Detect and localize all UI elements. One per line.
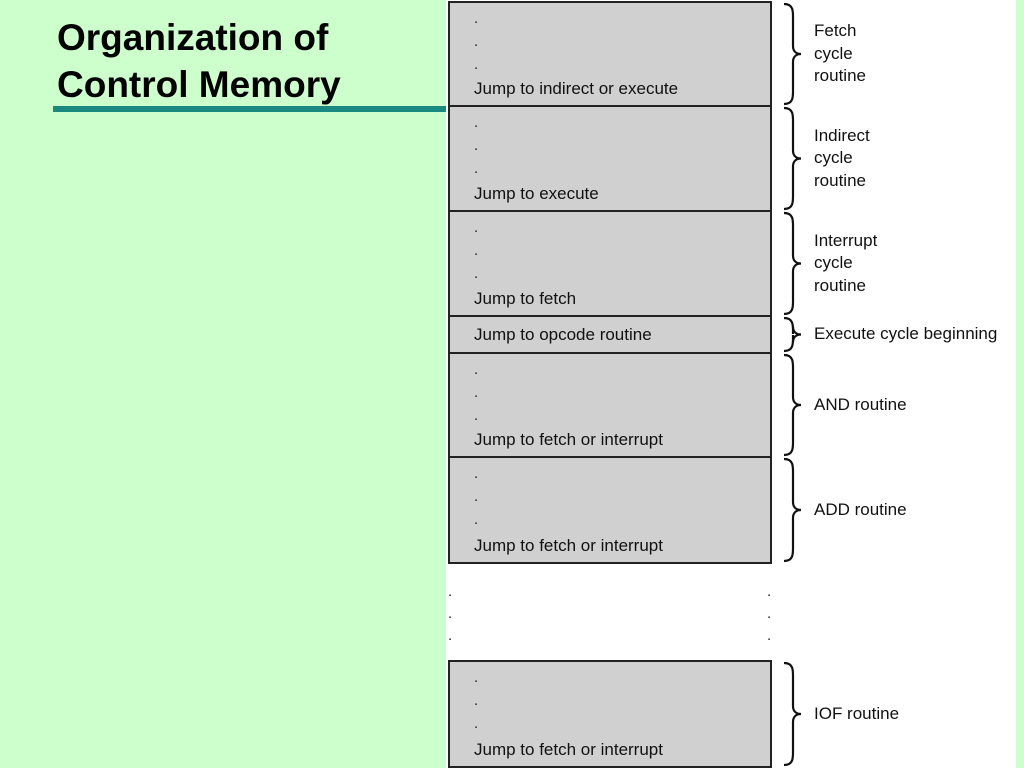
- routine-label-line: cycle: [814, 253, 853, 273]
- ellipsis-dot: .: [474, 33, 479, 50]
- ellipsis-dot: .: [474, 114, 479, 131]
- ellipsis-dot: .: [474, 10, 479, 27]
- memory-block: ... Jump to fetch or interrupt: [448, 456, 772, 564]
- jump-instruction: Jump to fetch or interrupt: [474, 536, 663, 555]
- routine-label: Execute cycle beginning: [814, 323, 997, 346]
- slide-title: Organization of Control Memory: [57, 14, 341, 108]
- curly-brace-icon: [780, 2, 802, 106]
- curly-brace-icon: [780, 661, 802, 767]
- memory-block: Jump to opcode routine: [448, 315, 772, 354]
- curly-brace-icon: [780, 316, 802, 353]
- ellipsis-dot: .: [474, 160, 479, 177]
- curly-brace-icon: [780, 106, 802, 211]
- routine-label: IOF routine: [814, 703, 899, 726]
- jump-instruction: Jump to indirect or execute: [474, 79, 679, 98]
- routine-label-line: routine: [814, 275, 866, 295]
- title-underline: [53, 106, 447, 112]
- gap-ellipsis-dot: .: [767, 627, 772, 644]
- routine-label-line: IOF routine: [814, 703, 900, 723]
- memory-block: ... Jump to fetch or interrupt: [448, 352, 772, 458]
- ellipsis-dot: .: [474, 407, 479, 424]
- ellipsis-dot: .: [474, 56, 479, 73]
- routine-label-line: Indirect: [814, 125, 870, 145]
- routine-label-line: Execute cycle beginning: [814, 324, 998, 344]
- jump-instruction: Jump to fetch: [474, 289, 577, 308]
- curly-brace-icon: [780, 353, 802, 457]
- routine-label-line: Interrupt: [814, 230, 878, 250]
- curly-brace-icon: [780, 211, 802, 316]
- routine-label-line: cycle: [814, 43, 853, 63]
- ellipsis-dot: .: [474, 488, 479, 505]
- routine-label-line: routine: [814, 66, 866, 86]
- ellipsis-dot: .: [474, 219, 479, 236]
- slide-title-line-2: Control Memory: [57, 64, 341, 105]
- curly-brace-icon: [780, 457, 802, 563]
- memory-block: ... Jump to fetch: [448, 210, 772, 317]
- routine-label-line: Fetch: [814, 21, 857, 41]
- memory-block: ... Jump to fetch or interrupt: [448, 660, 772, 768]
- jump-instruction: Jump to opcode routine: [474, 324, 652, 344]
- ellipsis-dot: .: [474, 242, 479, 259]
- memory-block: ... Jump to indirect or execute: [448, 1, 772, 107]
- memory-block: ... Jump to execute: [448, 105, 772, 212]
- gap-ellipsis-dot: .: [448, 627, 453, 644]
- ellipsis-dot: .: [474, 692, 479, 709]
- slide-title-line-1: Organization of: [57, 17, 329, 58]
- gap-ellipsis-dot: .: [767, 583, 772, 600]
- ellipsis-dot: .: [474, 265, 479, 282]
- gap-ellipsis-dot: .: [448, 583, 453, 600]
- gap-ellipsis-dot: .: [448, 605, 453, 622]
- ellipsis-dot: .: [474, 384, 479, 401]
- ellipsis-dot: .: [474, 669, 479, 686]
- jump-instruction: Jump to fetch or interrupt: [474, 430, 663, 449]
- routine-label-line: cycle: [814, 148, 853, 168]
- gap-ellipsis-dot: .: [767, 605, 772, 622]
- ellipsis-dot: .: [474, 715, 479, 732]
- ellipsis-dot: .: [474, 511, 479, 528]
- routine-label-line: ADD routine: [814, 499, 907, 519]
- routine-label: AND routine: [814, 394, 907, 417]
- ellipsis-dot: .: [474, 137, 479, 154]
- jump-instruction: Jump to execute: [474, 184, 599, 203]
- routine-label-line: routine: [814, 170, 866, 190]
- routine-label-line: AND routine: [814, 394, 907, 414]
- ellipsis-dot: .: [474, 361, 479, 378]
- jump-instruction: Jump to fetch or interrupt: [474, 740, 663, 759]
- routine-label: ADD routine: [814, 499, 907, 522]
- ellipsis-dot: .: [474, 465, 479, 482]
